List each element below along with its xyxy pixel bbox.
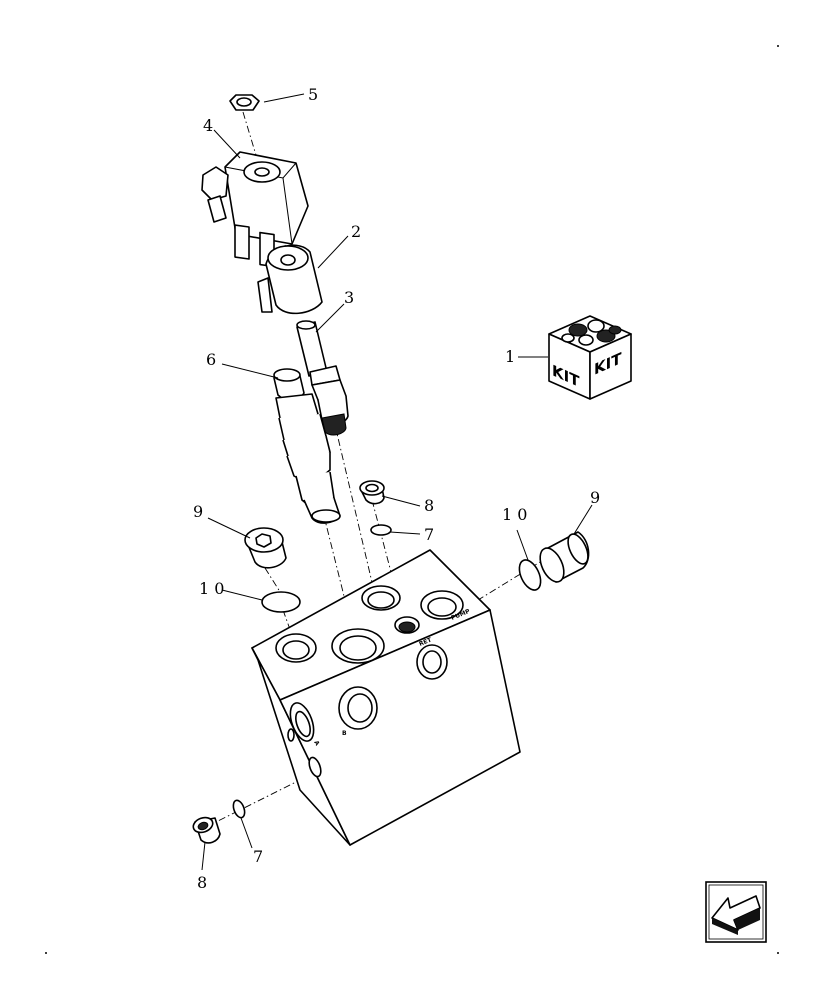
- port-label-a: A: [312, 740, 321, 748]
- part-9-plug-left: [244, 527, 287, 569]
- part-7-o-ring-lower: [232, 799, 246, 819]
- corner-mark: [45, 952, 47, 954]
- part-3-valve-stem: [296, 320, 349, 436]
- corner-mark: [777, 45, 779, 47]
- callout-1: 1: [505, 347, 515, 366]
- callout-9-left: 9: [193, 502, 203, 521]
- part-5-nut: [229, 94, 260, 111]
- part-7-o-ring-upper: [370, 524, 392, 536]
- callout-3: 3: [344, 288, 354, 307]
- callout-6: 6: [206, 350, 216, 369]
- callout-8-lower: 8: [197, 873, 207, 892]
- port-label-b: B: [342, 730, 347, 737]
- part-1-kit-box: KIT KIT: [548, 315, 632, 400]
- callout-2: 2: [351, 222, 361, 241]
- part-10-o-ring-right: [518, 559, 542, 591]
- callout-4: 4: [203, 116, 213, 135]
- part-2-coil-sleeve: [257, 244, 323, 315]
- back-arrow-icon[interactable]: [705, 881, 767, 943]
- corner-mark: [777, 952, 779, 954]
- part-8-plug-upper: [359, 480, 385, 505]
- callout-9-right: 9: [590, 488, 600, 507]
- callout-7-upper: 7: [424, 525, 434, 544]
- kit-contents-icon: [561, 319, 622, 346]
- part-10-o-ring-left: [261, 591, 301, 613]
- part-6-cartridge-valve: [273, 368, 341, 524]
- callout-numbers: 5 4 2 3 6 1 8 7 9 1 0 1 0 9 7 8: [193, 85, 600, 892]
- callout-10-right: 1 0: [502, 505, 527, 524]
- callout-5: 5: [308, 85, 318, 104]
- callout-10-left: 1 0: [199, 579, 224, 598]
- port-label-ret: RET: [418, 636, 433, 648]
- part-9-plug-right: [539, 531, 590, 583]
- part-8-plug-lower: [192, 816, 221, 844]
- leader-lines: [201, 93, 593, 871]
- callout-8-upper: 8: [424, 496, 434, 515]
- callout-7-lower: 7: [253, 847, 263, 866]
- manifold-block: [251, 549, 521, 846]
